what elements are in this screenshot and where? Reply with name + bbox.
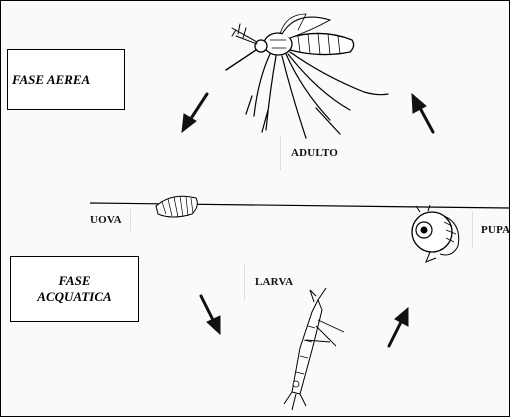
arrow-larva-to-pupa [389,308,408,346]
pupa-stage-label: PUPA [472,212,510,248]
arrow-eggs-to-larva [201,296,220,334]
water-phase-label-line2: ACQUATICA [37,289,111,305]
adult-mosquito-illustration [226,14,388,138]
water-phase-box: FASE ACQUATICA [10,256,139,322]
arrow-pupa-to-adult [412,94,433,132]
air-phase-label: FASE AEREA [12,72,90,88]
pupa-illustration [412,205,459,262]
adult-stage-label: ADULTO [280,136,338,170]
eggs-stage-label: UOVA [90,209,131,231]
larva-stage-label: LARVA [244,264,293,300]
water-surface-line [90,203,510,208]
water-phase-label-line1: FASE [37,273,111,289]
air-phase-box: FASE AEREA [7,49,125,110]
arrow-adult-to-eggs [182,94,207,132]
eggs-illustration [156,196,197,217]
cycle-arrows [182,94,433,346]
larva-illustration [284,288,344,410]
